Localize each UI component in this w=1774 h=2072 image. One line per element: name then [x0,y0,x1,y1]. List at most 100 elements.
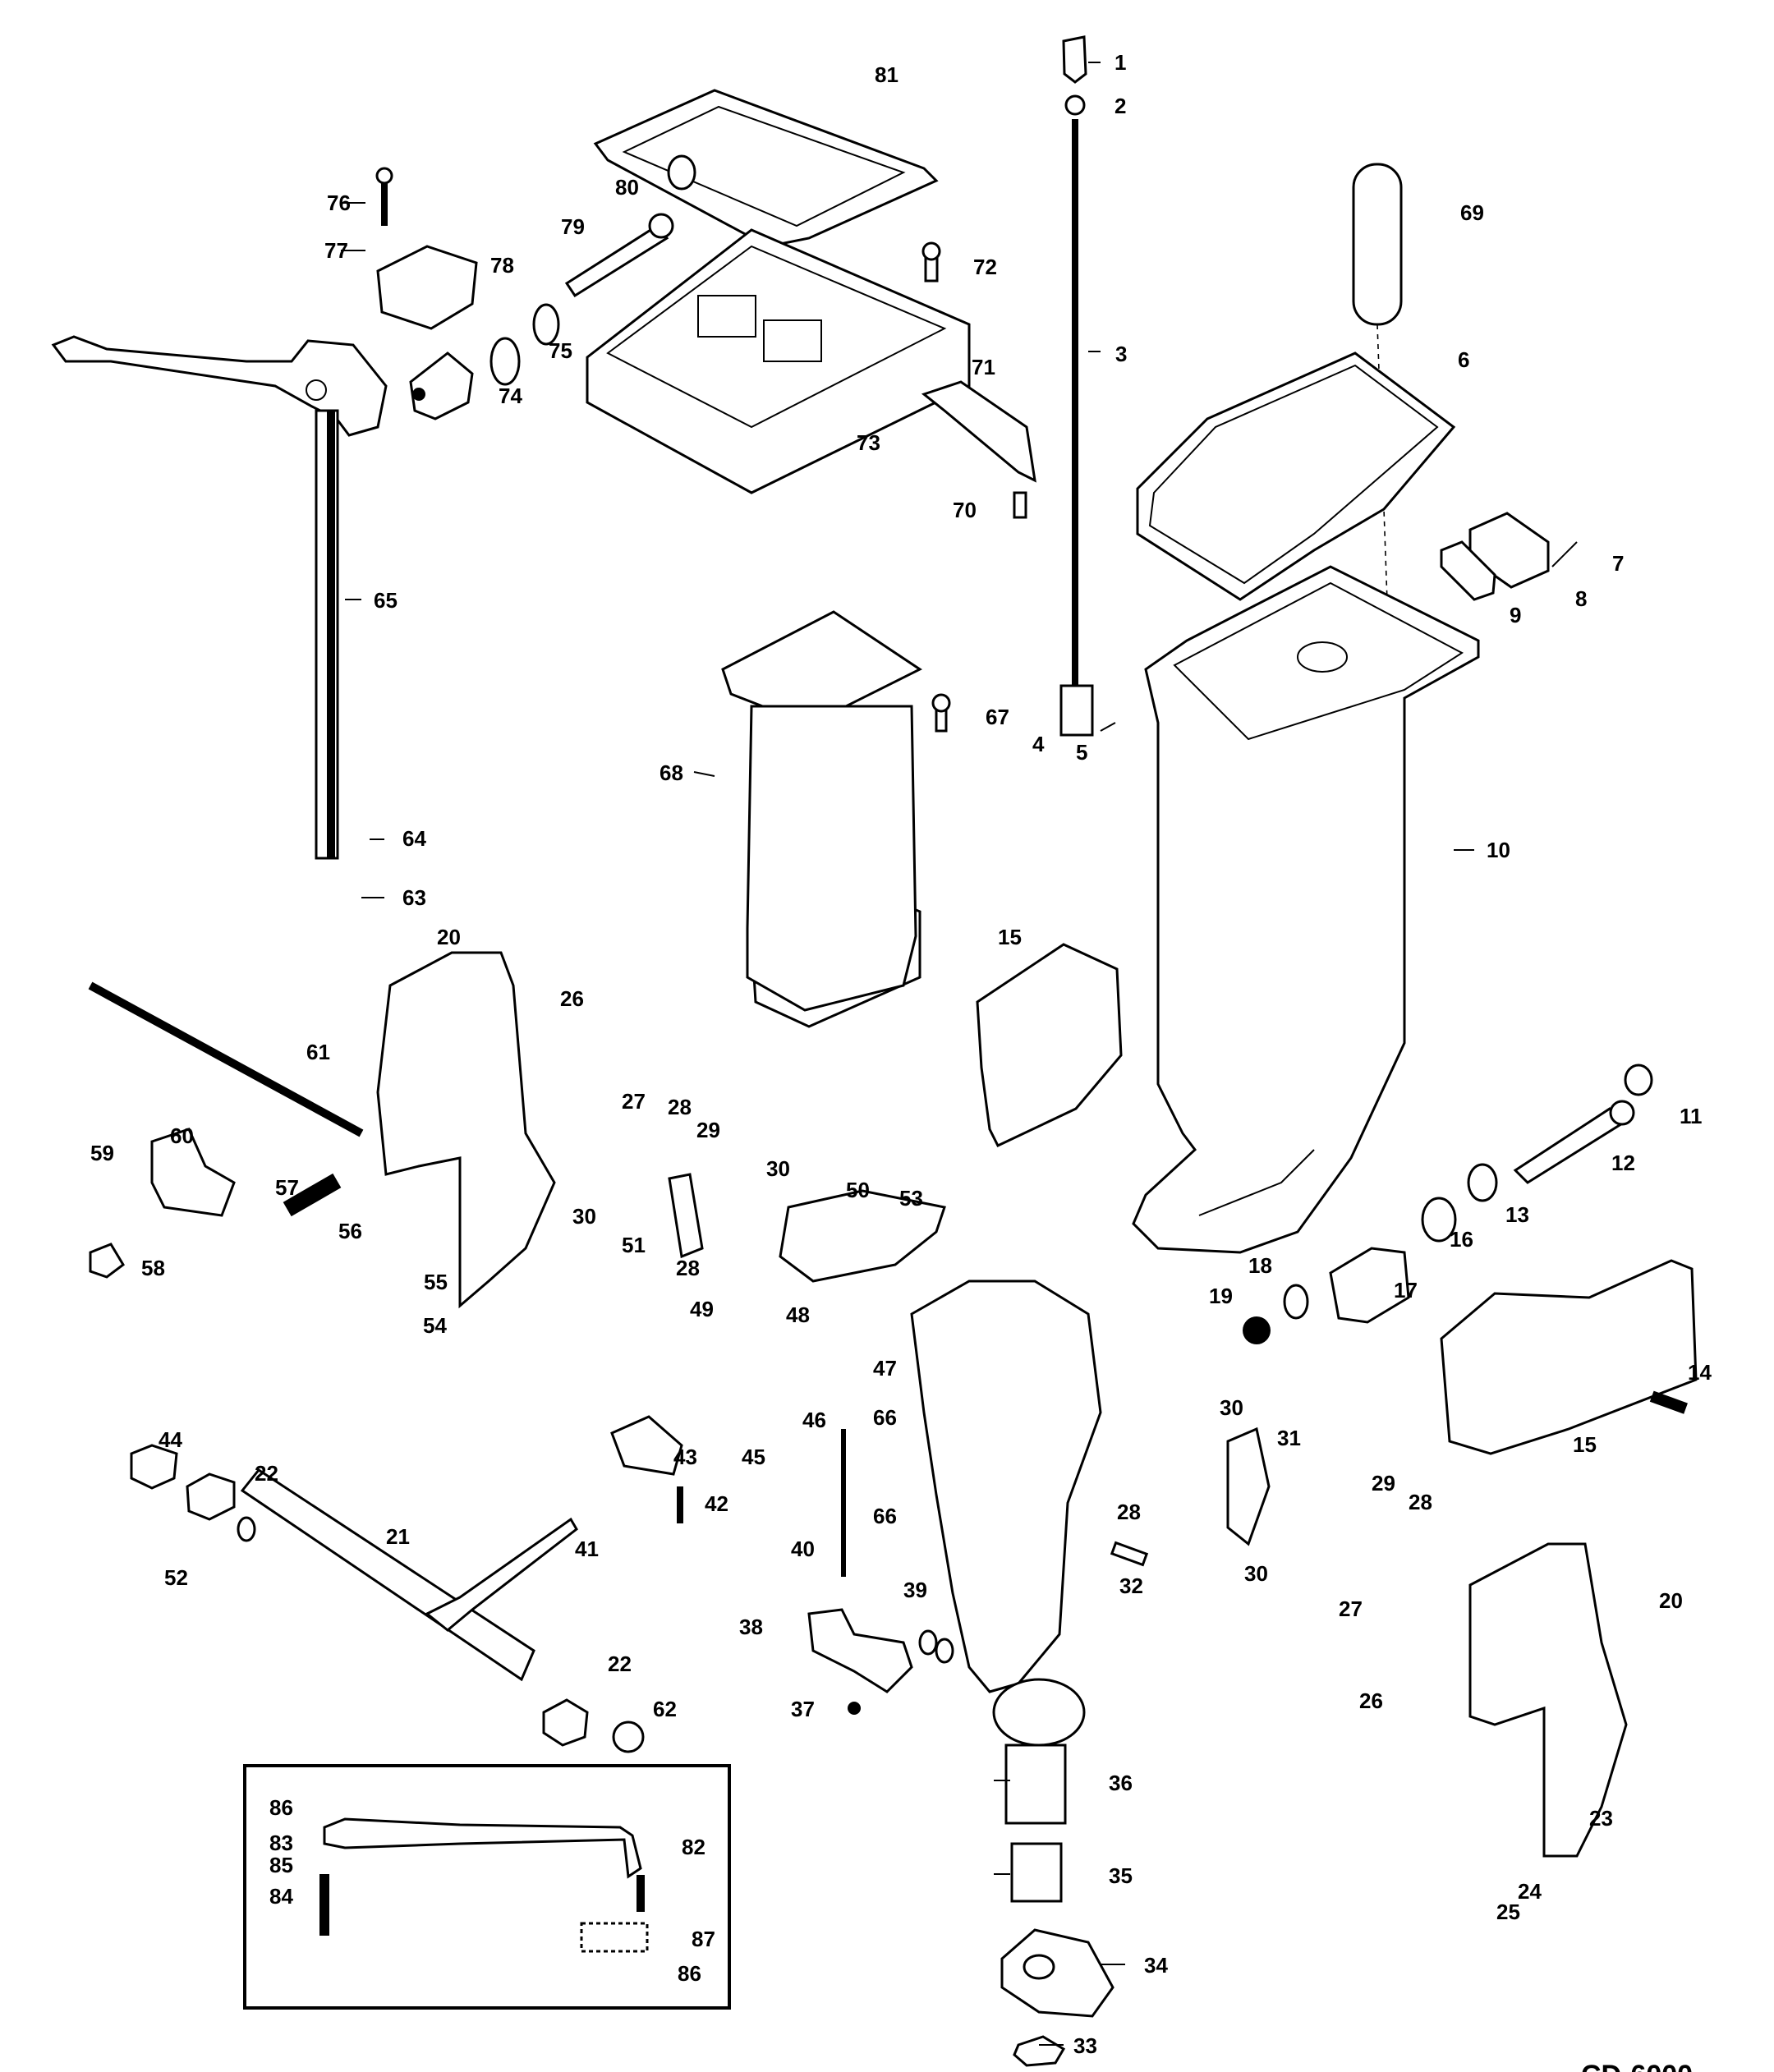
callout-28d: 28 [1117,1500,1141,1524]
nut-2 [1064,94,1086,116]
bushing-35 [1010,1842,1063,1903]
callout-29a: 29 [696,1118,720,1142]
callout-59: 59 [90,1141,114,1165]
callout-26a: 26 [560,986,584,1011]
screw-7 [1551,541,1578,567]
screw-70 [1013,491,1027,519]
callout-33: 33 [1073,2033,1097,2058]
block-43 [610,1415,683,1476]
callout-63: 63 [402,885,426,910]
bracket-77 [376,245,478,330]
inset-callout-87: 87 [692,1927,715,1951]
callout-62: 62 [653,1697,677,1721]
mount-cover-15-lower [1440,1259,1698,1455]
screw-42 [677,1486,683,1523]
clamp-bracket-26-left [376,951,556,1309]
callout-32: 32 [1119,1574,1143,1598]
adapter-plate-73 [586,228,971,494]
screw-76 [375,167,393,226]
pin-5 [1100,722,1116,732]
inset-box [243,1764,731,2010]
callout-16: 16 [1450,1227,1473,1252]
nut-19 [1243,1316,1271,1344]
washer-18 [1283,1284,1309,1320]
callout-25: 25 [1496,1900,1520,1924]
latch-59 [150,1128,236,1217]
yoke-34 [1000,1928,1114,2018]
callout-19: 19 [1209,1284,1233,1308]
inset-callout-84: 84 [269,1884,293,1909]
callout-27b: 27 [1339,1596,1363,1621]
callout-43: 43 [673,1445,697,1469]
callout-31: 31 [1277,1426,1301,1450]
callout-72: 72 [973,255,997,279]
clamp-bracket-26-right [1468,1542,1628,1858]
nut-44 [130,1444,178,1490]
callout-66b: 66 [873,1504,897,1528]
shaft-21 [240,1468,535,1682]
inset-callout-83: 83 [269,1831,293,1855]
callout-48: 48 [786,1302,810,1327]
callout-22b: 22 [608,1652,632,1676]
nut-37 [848,1702,861,1715]
bracket-71 [921,380,1036,483]
callout-67: 67 [986,705,1009,729]
callout-42: 42 [705,1491,728,1516]
callout-21: 21 [386,1524,410,1549]
swivel-bracket-50 [779,1189,1102,1747]
callout-66a: 66 [873,1405,897,1430]
callout-8: 8 [1575,586,1587,611]
callout-2: 2 [1114,94,1126,118]
callout-50: 50 [846,1178,870,1202]
callout-53: 53 [899,1186,923,1211]
callout-4: 4 [1032,732,1045,756]
callout-81: 81 [875,62,898,87]
mount-cover-15-upper [976,943,1123,1147]
gasket-9 [1440,540,1496,601]
callout-10: 10 [1487,838,1510,862]
callout-49: 49 [690,1297,714,1321]
callout-20a: 20 [437,925,461,949]
callout-36: 36 [1109,1771,1133,1795]
callout-15a: 15 [998,925,1022,949]
callout-64: 64 [402,826,426,851]
bushing-74 [409,351,474,420]
rod-40 [841,1429,846,1577]
callout-78: 78 [490,253,514,278]
callout-71: 71 [972,355,995,379]
connector-4 [1059,684,1094,737]
callout-45: 45 [742,1445,765,1469]
inset-callout-85: 85 [269,1853,293,1877]
screw-14 [1649,1390,1688,1414]
lock-plate-31 [1226,1427,1271,1546]
callout-34: 34 [1144,1953,1168,1978]
callout-28a: 28 [668,1095,692,1119]
callout-46: 46 [802,1408,826,1432]
nut-33 [1013,2035,1066,2067]
washer-13 [1467,1163,1498,1202]
shift-rod-3 [1072,119,1078,690]
mount-17 [1329,1247,1410,1324]
callout-12: 12 [1611,1151,1635,1175]
callout-60: 60 [170,1123,194,1148]
nut-62 [612,1721,645,1753]
callout-55: 55 [424,1270,448,1294]
callout-68: 68 [660,760,683,785]
callout-30b: 30 [572,1204,596,1229]
nut-22b [542,1698,589,1747]
inset-callout-82: 82 [682,1835,705,1859]
rod-61 [88,981,364,1137]
callout-75: 75 [549,338,572,363]
callout-74: 74 [499,384,522,408]
washer-16 [1421,1197,1457,1243]
callout-30c: 30 [1220,1395,1243,1420]
callout-26b: 26 [1359,1688,1383,1713]
callout-61: 61 [306,1040,330,1064]
callout-39: 39 [903,1578,927,1602]
callout-69: 69 [1460,200,1484,225]
callout-77: 77 [324,238,348,263]
nut-80 [667,154,696,191]
connector-1 [1062,35,1087,84]
link-41 [425,1517,578,1632]
